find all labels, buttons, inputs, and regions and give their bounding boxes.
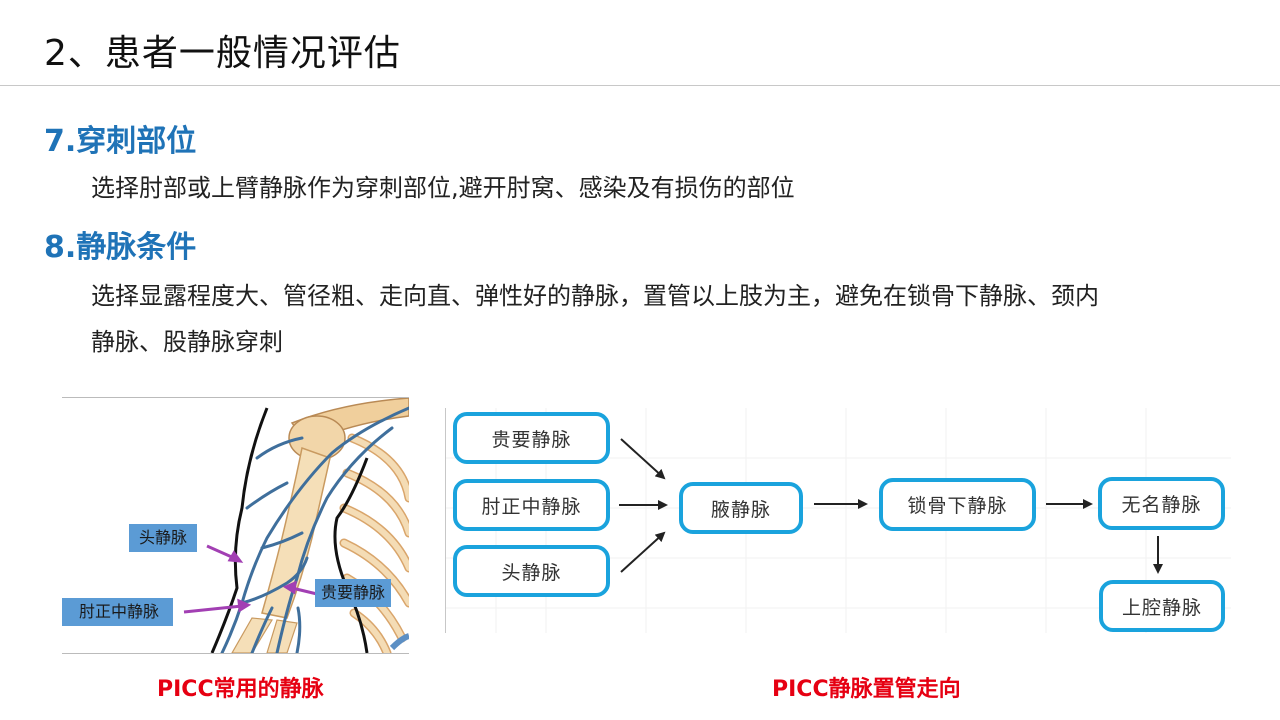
slide-title: 2、患者一般情况评估 bbox=[44, 33, 401, 74]
flowchart-caption: PICC静脉置管走向 bbox=[772, 677, 961, 702]
node-basilic-vein: 贵要静脉 bbox=[453, 412, 610, 464]
label-median-cubital-vein: 肘正中静脉 bbox=[62, 598, 174, 626]
node-cephalic-vein: 头静脉 bbox=[453, 545, 610, 597]
node-axillary-vein: 腋静脉 bbox=[679, 482, 803, 534]
section-text-vein-condition-line2: 静脉、股静脉穿刺 bbox=[91, 328, 283, 356]
node-superior-vena-cava: 上腔静脉 bbox=[1099, 580, 1225, 632]
illustration-caption: PICC常用的静脉 bbox=[157, 677, 324, 702]
label-basilic-vein: 贵要静脉 bbox=[315, 579, 392, 607]
picc-route-flowchart: 贵要静脉 肘正中静脉 头静脉 腋静脉 锁骨下静脉 无名静脉 上腔静脉 bbox=[445, 408, 1231, 633]
node-brachiocephalic-vein: 无名静脉 bbox=[1098, 477, 1225, 530]
section-text-puncture-site: 选择肘部或上臂静脉作为穿刺部位,避开肘窝、感染及有损伤的部位 bbox=[91, 174, 795, 202]
section-heading-puncture-site: 7.穿刺部位 bbox=[44, 124, 197, 159]
node-subclavian-vein: 锁骨下静脉 bbox=[879, 478, 1036, 531]
section-heading-vein-condition: 8.静脉条件 bbox=[44, 230, 197, 265]
node-median-cubital-vein: 肘正中静脉 bbox=[453, 479, 610, 531]
title-divider bbox=[0, 85, 1280, 86]
arm-vein-illustration: 头静脉 肘正中静脉 贵要静脉 bbox=[62, 397, 409, 654]
label-cephalic-vein: 头静脉 bbox=[129, 524, 198, 552]
section-text-vein-condition-line1: 选择显露程度大、管径粗、走向直、弹性好的静脉，置管以上肢为主，避免在锁骨下静脉、… bbox=[91, 282, 1099, 310]
